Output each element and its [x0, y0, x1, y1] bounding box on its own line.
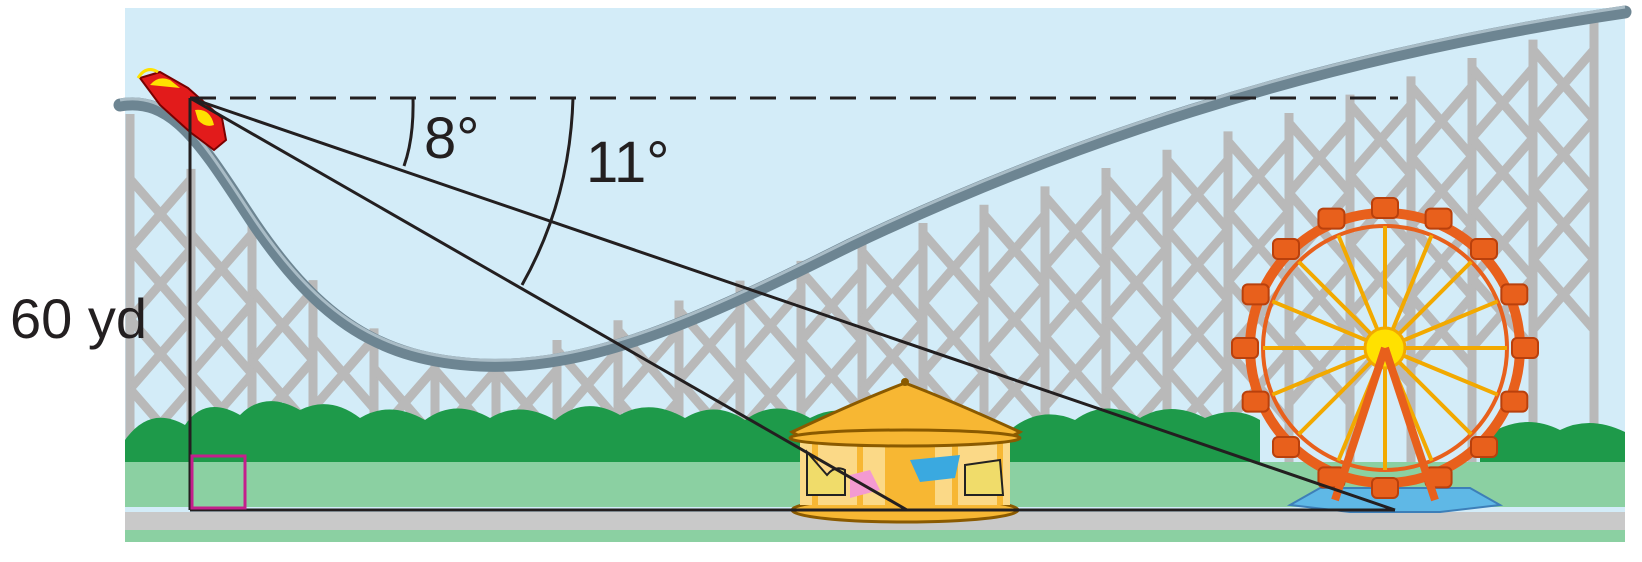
trestle-brace: [858, 318, 927, 395]
trestle-brace: [1407, 83, 1476, 160]
right-angle-marker: [190, 454, 247, 510]
trestle-brace: [126, 245, 195, 322]
trestle-brace: [1407, 293, 1476, 370]
trestle-brace: [126, 175, 195, 252]
trestle-brace: [1346, 241, 1415, 318]
trestle-brace: [1224, 208, 1293, 285]
trestle-brace: [309, 335, 378, 412]
roller-coaster-car-icon: [136, 68, 228, 152]
trestle-brace: [980, 281, 1049, 358]
trestle-brace: [1346, 101, 1415, 178]
coaster-track: [113, 5, 1632, 372]
ferris-wheel-gondola: [1241, 283, 1270, 306]
trestle-brace: [1102, 245, 1171, 321]
ferris-wheel-gondola: [1469, 435, 1498, 458]
trestle-brace: [1529, 46, 1598, 123]
trestle-brace: [1102, 315, 1171, 391]
trestle-brace: [797, 337, 866, 414]
trestle-brace: [1285, 120, 1354, 196]
trestle-brace: [1285, 260, 1354, 336]
ferris-wheel-gondola: [1469, 238, 1498, 261]
ferris-wheel-icon: [1231, 197, 1539, 513]
ferris-wheel-gondola: [1500, 390, 1529, 413]
trestle-brace: [1529, 186, 1598, 263]
trestle-brace: [1529, 116, 1598, 193]
trestle-brace: [1163, 226, 1232, 303]
angle-arc-8: [402, 97, 415, 167]
ferris-wheel-gondola: [1231, 337, 1259, 359]
trestle-brace: [1224, 138, 1293, 215]
trestle-brace: [1041, 193, 1110, 270]
ferris-wheel-gondola: [1371, 197, 1399, 219]
trestle-brace: [858, 248, 927, 325]
bushes: [125, 401, 1625, 470]
sight-line-ferris-wheel: [189, 96, 1396, 512]
ferris-wheel-gondola: [1272, 238, 1301, 261]
angle-label-11: 11°: [586, 130, 669, 195]
ferris-wheel-gondola: [1424, 207, 1453, 230]
trestle-brace: [187, 300, 256, 377]
ferris-wheel-gondola: [1511, 337, 1539, 359]
coaster-track-highlight: [119, 5, 1626, 362]
trestle-brace: [1163, 156, 1232, 233]
ferris-wheel-gondola: [1317, 207, 1346, 230]
sight-line-carousel: [189, 96, 908, 512]
trestle-brace: [248, 287, 317, 364]
trestle-brace: [1529, 256, 1598, 333]
trestle-brace: [980, 211, 1049, 288]
ferris-wheel-gondola: [1371, 477, 1399, 499]
trestle-brace: [1468, 205, 1537, 281]
trestle-brace: [553, 347, 622, 423]
trestle-brace: [1102, 175, 1171, 251]
trestle-brace: [919, 300, 988, 377]
ferris-wheel-gondola: [1500, 283, 1529, 306]
trestle-brace: [1468, 65, 1537, 141]
trestle-brace: [919, 230, 988, 307]
trestle-brace: [614, 327, 683, 404]
trestle-brace: [797, 267, 866, 344]
trestle-brace: [980, 351, 1049, 428]
ferris-wheel-gondola: [1272, 435, 1301, 458]
angle-arc-11: [520, 97, 575, 286]
height-label: 60 yd: [10, 287, 147, 350]
trestle-brace: [675, 307, 744, 384]
trestle-brace: [1041, 263, 1110, 340]
trestle-brace: [126, 315, 195, 392]
trestle-brace: [1285, 330, 1354, 406]
trestle-brace: [1468, 135, 1537, 211]
trestle-brace: [187, 230, 256, 307]
angle-label-8: 8°: [424, 106, 479, 171]
ferris-wheel-gondola: [1241, 390, 1270, 413]
trestle-brace: [1163, 296, 1232, 373]
